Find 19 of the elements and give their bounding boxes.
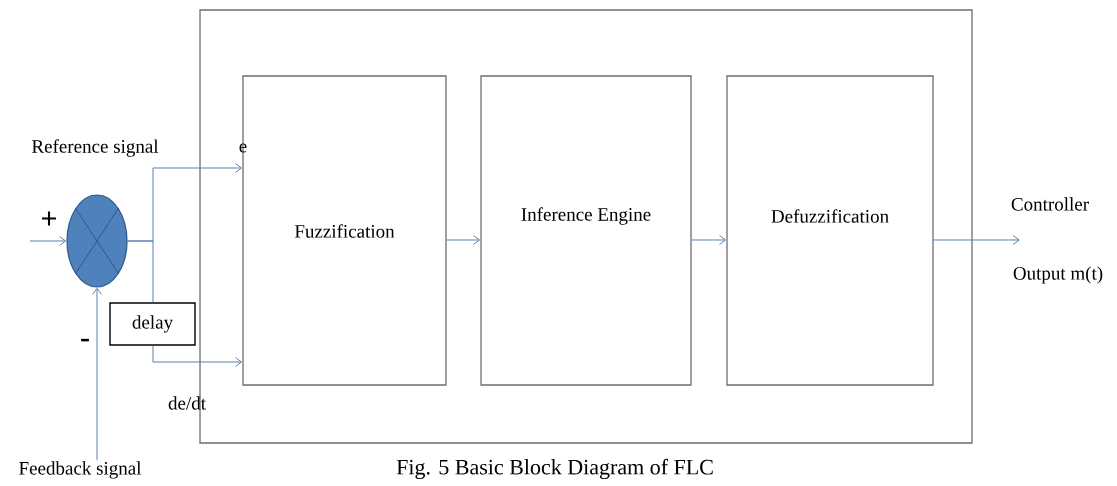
label-text: Controller <box>1011 197 1089 211</box>
delay-box: delay <box>109 302 196 346</box>
label-text: Reference signal <box>32 139 159 157</box>
edge-label: e <box>239 143 247 153</box>
process-box: Inference Engine <box>480 75 692 386</box>
sign-label: - <box>81 338 89 342</box>
edge-label: de/dt <box>168 396 206 410</box>
arrow <box>152 345 243 367</box>
arrow <box>92 287 102 461</box>
process-box: Defuzzification <box>726 75 934 386</box>
arrow <box>29 236 67 246</box>
summing-junction <box>66 194 128 288</box>
caption: Fig. 5 Basic Block Diagram of FLC <box>396 458 713 480</box>
sign-label: + <box>42 211 56 226</box>
arrow <box>933 235 1020 245</box>
arrow <box>446 235 480 245</box>
arrow <box>691 235 726 245</box>
label-text: Feedback signal <box>19 461 142 479</box>
label-text: Output m(t) <box>1013 266 1103 284</box>
